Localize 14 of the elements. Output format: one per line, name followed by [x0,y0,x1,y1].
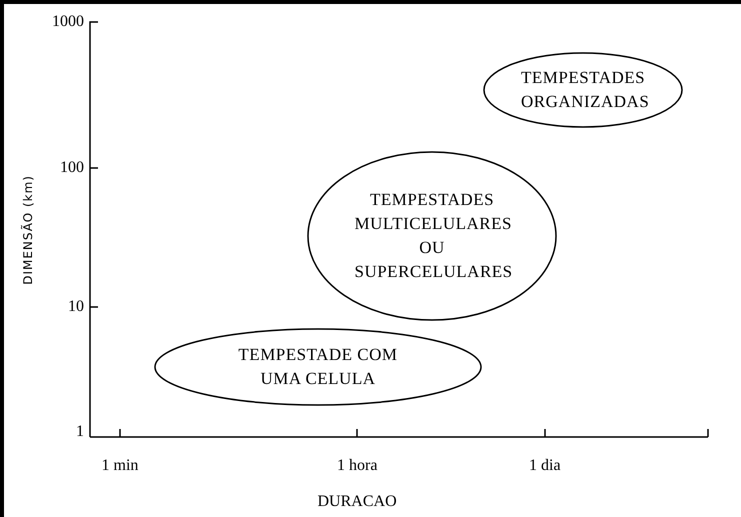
tick-label: 10 [68,298,84,316]
ellipse-region [307,151,557,321]
region-label: TEMPESTADES MULTICELULARES OU SUPERCELULARES [354,189,510,283]
axis-title: DURACAO [318,493,397,511]
ellipse-region [483,52,683,128]
tick-label: 1 [76,423,84,441]
region-label: TEMPESTADE COM UMA CELULA [237,344,399,390]
tick-label: 1 min [102,457,138,475]
tick-label: 1 dia [529,457,561,475]
tick-label: 1000 [52,13,84,31]
axis-title: DIMENSÃO (km) [21,175,35,285]
tick-label: 1 hora [337,457,378,475]
ellipse-region [154,328,482,406]
tick-label: 100 [60,159,84,177]
